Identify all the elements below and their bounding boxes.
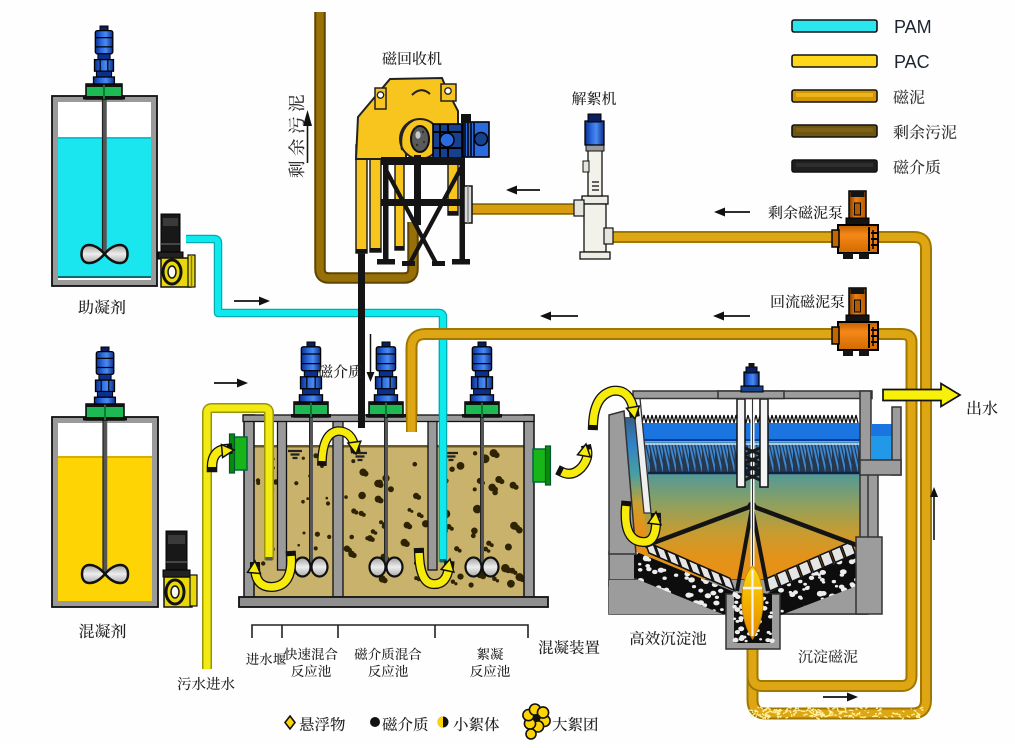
svg-text:PAM: PAM [894,17,932,37]
svg-text:PAC: PAC [894,52,930,72]
